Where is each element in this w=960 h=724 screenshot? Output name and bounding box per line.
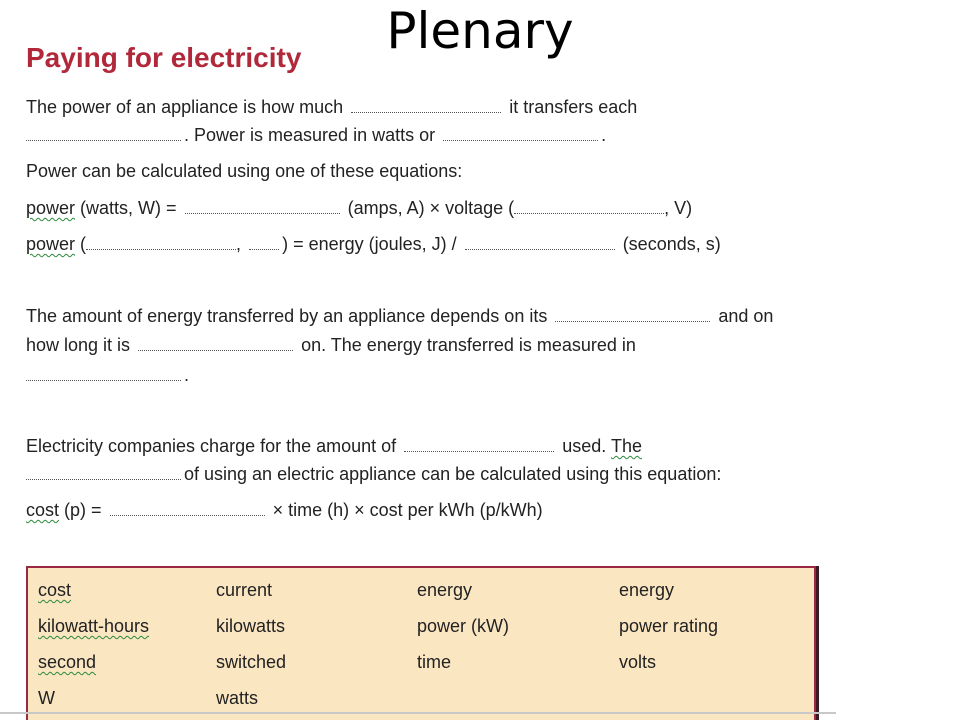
p4-line2: of using an electric appliance can be ca… — [26, 463, 721, 485]
text: ( — [80, 234, 87, 254]
word-bank-item: watts — [216, 688, 259, 708]
word-bank-item: switched — [216, 652, 287, 672]
blank-field[interactable] — [443, 124, 599, 141]
text: The power of an appliance is how much — [26, 97, 344, 117]
text: The amount of energy transferred by an a… — [26, 306, 548, 326]
text: and on — [718, 306, 774, 326]
text: (seconds, s) — [622, 234, 721, 254]
text: cost — [26, 500, 60, 520]
blank-field[interactable] — [514, 197, 665, 214]
word-bank-item: second — [38, 652, 97, 672]
text: power — [26, 198, 76, 218]
blank-field[interactable] — [26, 463, 181, 480]
blank-field[interactable] — [555, 305, 711, 322]
text: Electricity companies charge for the amo… — [26, 436, 397, 456]
word-bank-item: time — [417, 652, 452, 672]
text: (amps, A) × voltage ( — [347, 198, 515, 218]
text: , V) — [664, 198, 693, 218]
word-bank-item: volts — [619, 652, 657, 672]
p3-line1: The amount of energy transferred by an a… — [26, 305, 773, 327]
blank-field[interactable] — [464, 233, 615, 250]
word-bank-item: kilowatt-hours — [38, 616, 150, 636]
bottom-rule — [0, 712, 836, 714]
text: used. — [562, 436, 607, 456]
word-bank-item: current — [216, 580, 273, 600]
word-bank-item: kilowatts — [216, 616, 286, 636]
p1-line1: The power of an appliance is how much it… — [26, 96, 637, 118]
word-bank: cost current energy energy kilowatt-hour… — [26, 566, 816, 720]
word-bank-item: energy — [619, 580, 675, 600]
text: (p) = — [64, 500, 102, 520]
p4-line1: Electricity companies charge for the amo… — [26, 435, 642, 457]
word-bank-grid: cost current energy energy kilowatt-hour… — [38, 580, 814, 724]
p3-line2: how long it is on. The energy transferre… — [26, 334, 636, 356]
power-equation-2: power (, ) = energy (joules, J) / (secon… — [26, 233, 721, 255]
text: . — [184, 365, 190, 385]
blank-field[interactable] — [184, 197, 340, 214]
blank-field[interactable] — [26, 364, 181, 381]
blank-field[interactable] — [351, 96, 502, 113]
text: The — [610, 436, 642, 456]
text: × time (h) × cost per kWh (p/kWh) — [272, 500, 543, 520]
text: ) = energy (joules, J) / — [282, 234, 457, 254]
word-bank-item: energy — [417, 580, 473, 600]
text: of using an electric appliance can be ca… — [184, 464, 722, 484]
word-bank-item: power rating — [619, 616, 719, 636]
p2-intro: Power can be calculated using one of the… — [26, 161, 463, 181]
text: power — [26, 234, 76, 254]
cost-equation: cost (p) = × time (h) × cost per kWh (p/… — [26, 499, 543, 521]
text: how long it is — [26, 335, 131, 355]
blank-field[interactable] — [404, 435, 555, 452]
text: on. The energy transferred is measured i… — [301, 335, 636, 355]
word-bank-item: W — [38, 688, 55, 708]
blank-field[interactable] — [86, 233, 237, 250]
blank-field[interactable] — [26, 124, 181, 141]
p1-line2: . Power is measured in watts or . — [26, 124, 606, 146]
text: it transfers each — [509, 97, 638, 117]
word-bank-item: power (kW) — [417, 616, 510, 636]
text: . Power is measured in watts or — [184, 125, 436, 145]
word-bank-item: cost — [38, 580, 72, 600]
document-heading: Paying for electricity — [26, 42, 302, 73]
power-equation-1: power (watts, W) = (amps, A) × voltage (… — [26, 197, 692, 219]
blank-field[interactable] — [249, 233, 280, 250]
text: (watts, W) = — [80, 198, 177, 218]
slide-title: Plenary — [386, 2, 574, 60]
p3-line3: . — [26, 364, 189, 386]
text: , — [236, 234, 242, 254]
blank-field[interactable] — [138, 334, 294, 351]
text: . — [601, 125, 607, 145]
blank-field[interactable] — [109, 499, 265, 516]
